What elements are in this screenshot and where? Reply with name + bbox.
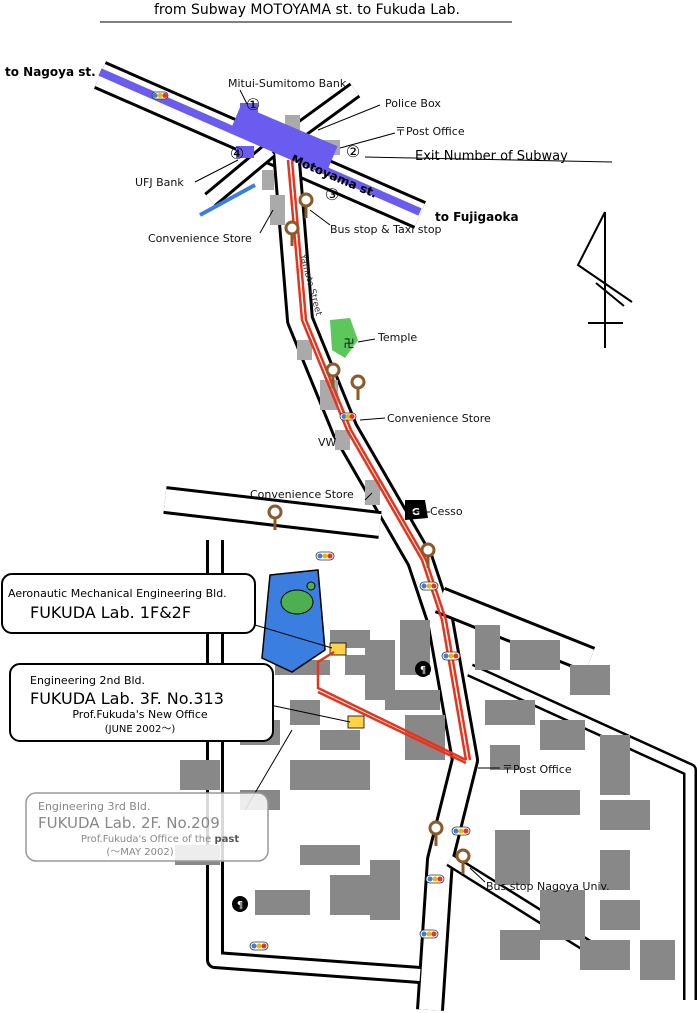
eng3-info-box: Engineering 3rd Bld. FUKUDA Lab. 2F. No.… — [25, 792, 269, 862]
walking-route — [286, 159, 472, 765]
bus-stop-icon — [284, 220, 300, 246]
campus-buildings — [175, 620, 675, 980]
manji-icon: 卍 — [344, 337, 355, 350]
post-office-bottom-label: 〒Post Office — [502, 763, 572, 776]
temple-label: Temple — [377, 331, 417, 344]
cesso-label: Cesso — [430, 505, 463, 518]
svg-text:¶: ¶ — [420, 665, 426, 676]
eng2-box-line3: Prof.Fukuda's New Office — [72, 708, 208, 721]
restaurant-icon — [232, 896, 248, 912]
eng3-box-line3a: Prof.Fukuda's Office of the — [81, 834, 215, 845]
bus-taxi-stop-label: Bus stop & Taxi stop — [330, 223, 442, 236]
convenience-store-3-label: Convenience Store — [250, 488, 354, 501]
eng2-building-highlight — [347, 715, 365, 729]
eng3-box-line4: (〜MAY 2002) — [106, 847, 173, 858]
subway-branch — [199, 183, 256, 217]
ufj-bank-marker — [236, 146, 254, 158]
bus-stop-icon — [428, 820, 444, 846]
bus-stop-icon — [420, 542, 436, 568]
north-arrow-icon — [576, 211, 633, 348]
post-office-top-label: 〒Post Office — [395, 125, 465, 138]
bus-stop-icon — [325, 362, 341, 388]
svg-text:¶: ¶ — [237, 900, 243, 911]
mitsui-bank-marker — [240, 103, 258, 115]
bus-stop-icon — [267, 504, 283, 530]
eng3-box-line3b: past — [214, 834, 239, 845]
leader-lines — [194, 89, 613, 883]
aero-box-line1: Aeronautic Mechanical Engineering Bld. — [8, 587, 227, 600]
exit-2: ② — [346, 142, 360, 161]
svg-text:Prof.Fukuda's Office of the pa: Prof.Fukuda's Office of the past — [81, 834, 239, 845]
g-badge — [405, 500, 428, 520]
to-fujigaoka-label: to Fujigaoka — [435, 210, 519, 224]
exit-3: ③ — [325, 185, 339, 204]
eng2-box-line4: (JUNE 2002〜) — [105, 724, 176, 735]
exit-legend-label: Exit Number of Subway — [415, 149, 568, 164]
traffic-lights — [151, 91, 471, 951]
restaurant-icon — [415, 661, 431, 677]
exit-markers: ① ② ③ ④ — [230, 95, 360, 204]
turtle-icon — [280, 589, 314, 615]
vw-label: VW — [318, 436, 337, 449]
bus-stop-univ-label: Bus stop Nagoya Univ. — [486, 880, 610, 893]
aero-info-box: Aeronautic Mechanical Engineering Bld. F… — [1, 573, 256, 634]
ufj-bank-label: UFJ Bank — [135, 176, 184, 189]
to-nagoya-label: to Nagoya st. — [5, 65, 96, 79]
eng3-box-line1: Engineering 3rd Bld. — [38, 800, 150, 813]
police-box-label: Police Box — [385, 97, 441, 110]
bus-stops — [267, 192, 471, 874]
station-platform — [231, 105, 338, 169]
exit-4: ④ — [230, 144, 244, 163]
temple: 卍 — [330, 318, 358, 358]
bus-stop-icon — [455, 848, 471, 874]
bus-stop-icon — [298, 192, 314, 218]
eng2-box-line2: FUKUDA Lab. 3F. No.313 — [30, 689, 224, 708]
convenience-store-2-label: Convenience Store — [387, 412, 491, 425]
exit-1: ① — [246, 95, 260, 114]
bus-stop-icon — [350, 374, 366, 400]
eng2-box-line1: Engineering 2nd Bld. — [30, 674, 145, 687]
eng3-box-line2: FUKUDA Lab. 2F. No.209 — [38, 814, 220, 832]
landmark-labels: Mitui-Sumitomo Bank Police Box 〒Post Off… — [135, 77, 610, 893]
map-title: from Subway MOTOYAMA st. to Fukuda Lab. — [154, 2, 460, 18]
eng2-info-box: Engineering 2nd Bld. FUKUDA Lab. 3F. No.… — [9, 663, 274, 742]
pond — [261, 569, 326, 673]
mitsui-bank-label: Mitui-Sumitomo Bank — [228, 77, 347, 90]
convenience-store-1-label: Convenience Store — [148, 232, 252, 245]
aero-box-line2: FUKUDA Lab. 1F&2F — [30, 603, 191, 622]
